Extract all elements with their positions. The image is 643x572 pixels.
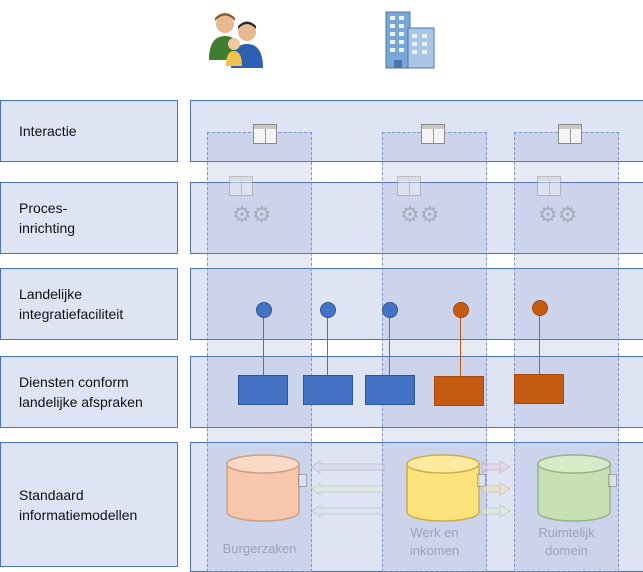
layer-label-integratiefaciliteit: Landelijke integratiefaciliteit (0, 268, 178, 340)
connector-line (327, 314, 328, 376)
database-burgerzaken-icon (225, 454, 309, 524)
integration-point-dot (532, 300, 548, 316)
layer-label-diensten: Diensten conform landelijke afspraken (0, 356, 178, 428)
layer-band-procesinrichting (190, 182, 643, 254)
connector-line (263, 314, 264, 376)
service-box (514, 374, 564, 404)
integration-point-dot (453, 302, 469, 318)
gears-icon: ⚙⚙ (232, 202, 272, 227)
window-icon (558, 124, 582, 144)
integration-point-dot (256, 302, 272, 318)
service-box (303, 375, 353, 405)
window-icon (229, 176, 253, 196)
connector-line (389, 314, 390, 376)
layer-label-interactie: Interactie (0, 100, 178, 162)
database-ruimtelijk-domein-icon (536, 454, 620, 524)
connector-line (539, 312, 540, 374)
column-label-burgerzaken: Burgerzaken (222, 541, 297, 556)
database-connector-stub (298, 474, 307, 487)
gears-icon: ⚙⚙ (400, 202, 440, 227)
column-label-ruimtelijk-domein: Ruimtelijk domein (538, 525, 595, 558)
database-connector-stub (608, 474, 617, 487)
database-werk-en-inkomen-icon (405, 454, 489, 524)
service-box (434, 376, 484, 406)
column-label-werk-en-inkomen: Werk en inkomen (409, 525, 460, 558)
layer-label-informatiemodellen: Standaard informatiemodellen (0, 442, 178, 567)
window-icon (537, 176, 561, 196)
window-icon (397, 176, 421, 196)
integration-point-dot (320, 302, 336, 318)
service-box (238, 375, 288, 405)
data-exchange-arrows (311, 460, 511, 518)
connector-line (460, 314, 461, 376)
integration-point-dot (382, 302, 398, 318)
people-icon (205, 8, 267, 70)
layer-label-procesinrichting: Proces- inrichting (0, 182, 178, 254)
window-icon (421, 124, 445, 144)
gears-icon: ⚙⚙ (538, 202, 578, 227)
office-building-icon (382, 6, 438, 72)
window-icon (253, 124, 277, 144)
service-box (365, 375, 415, 405)
